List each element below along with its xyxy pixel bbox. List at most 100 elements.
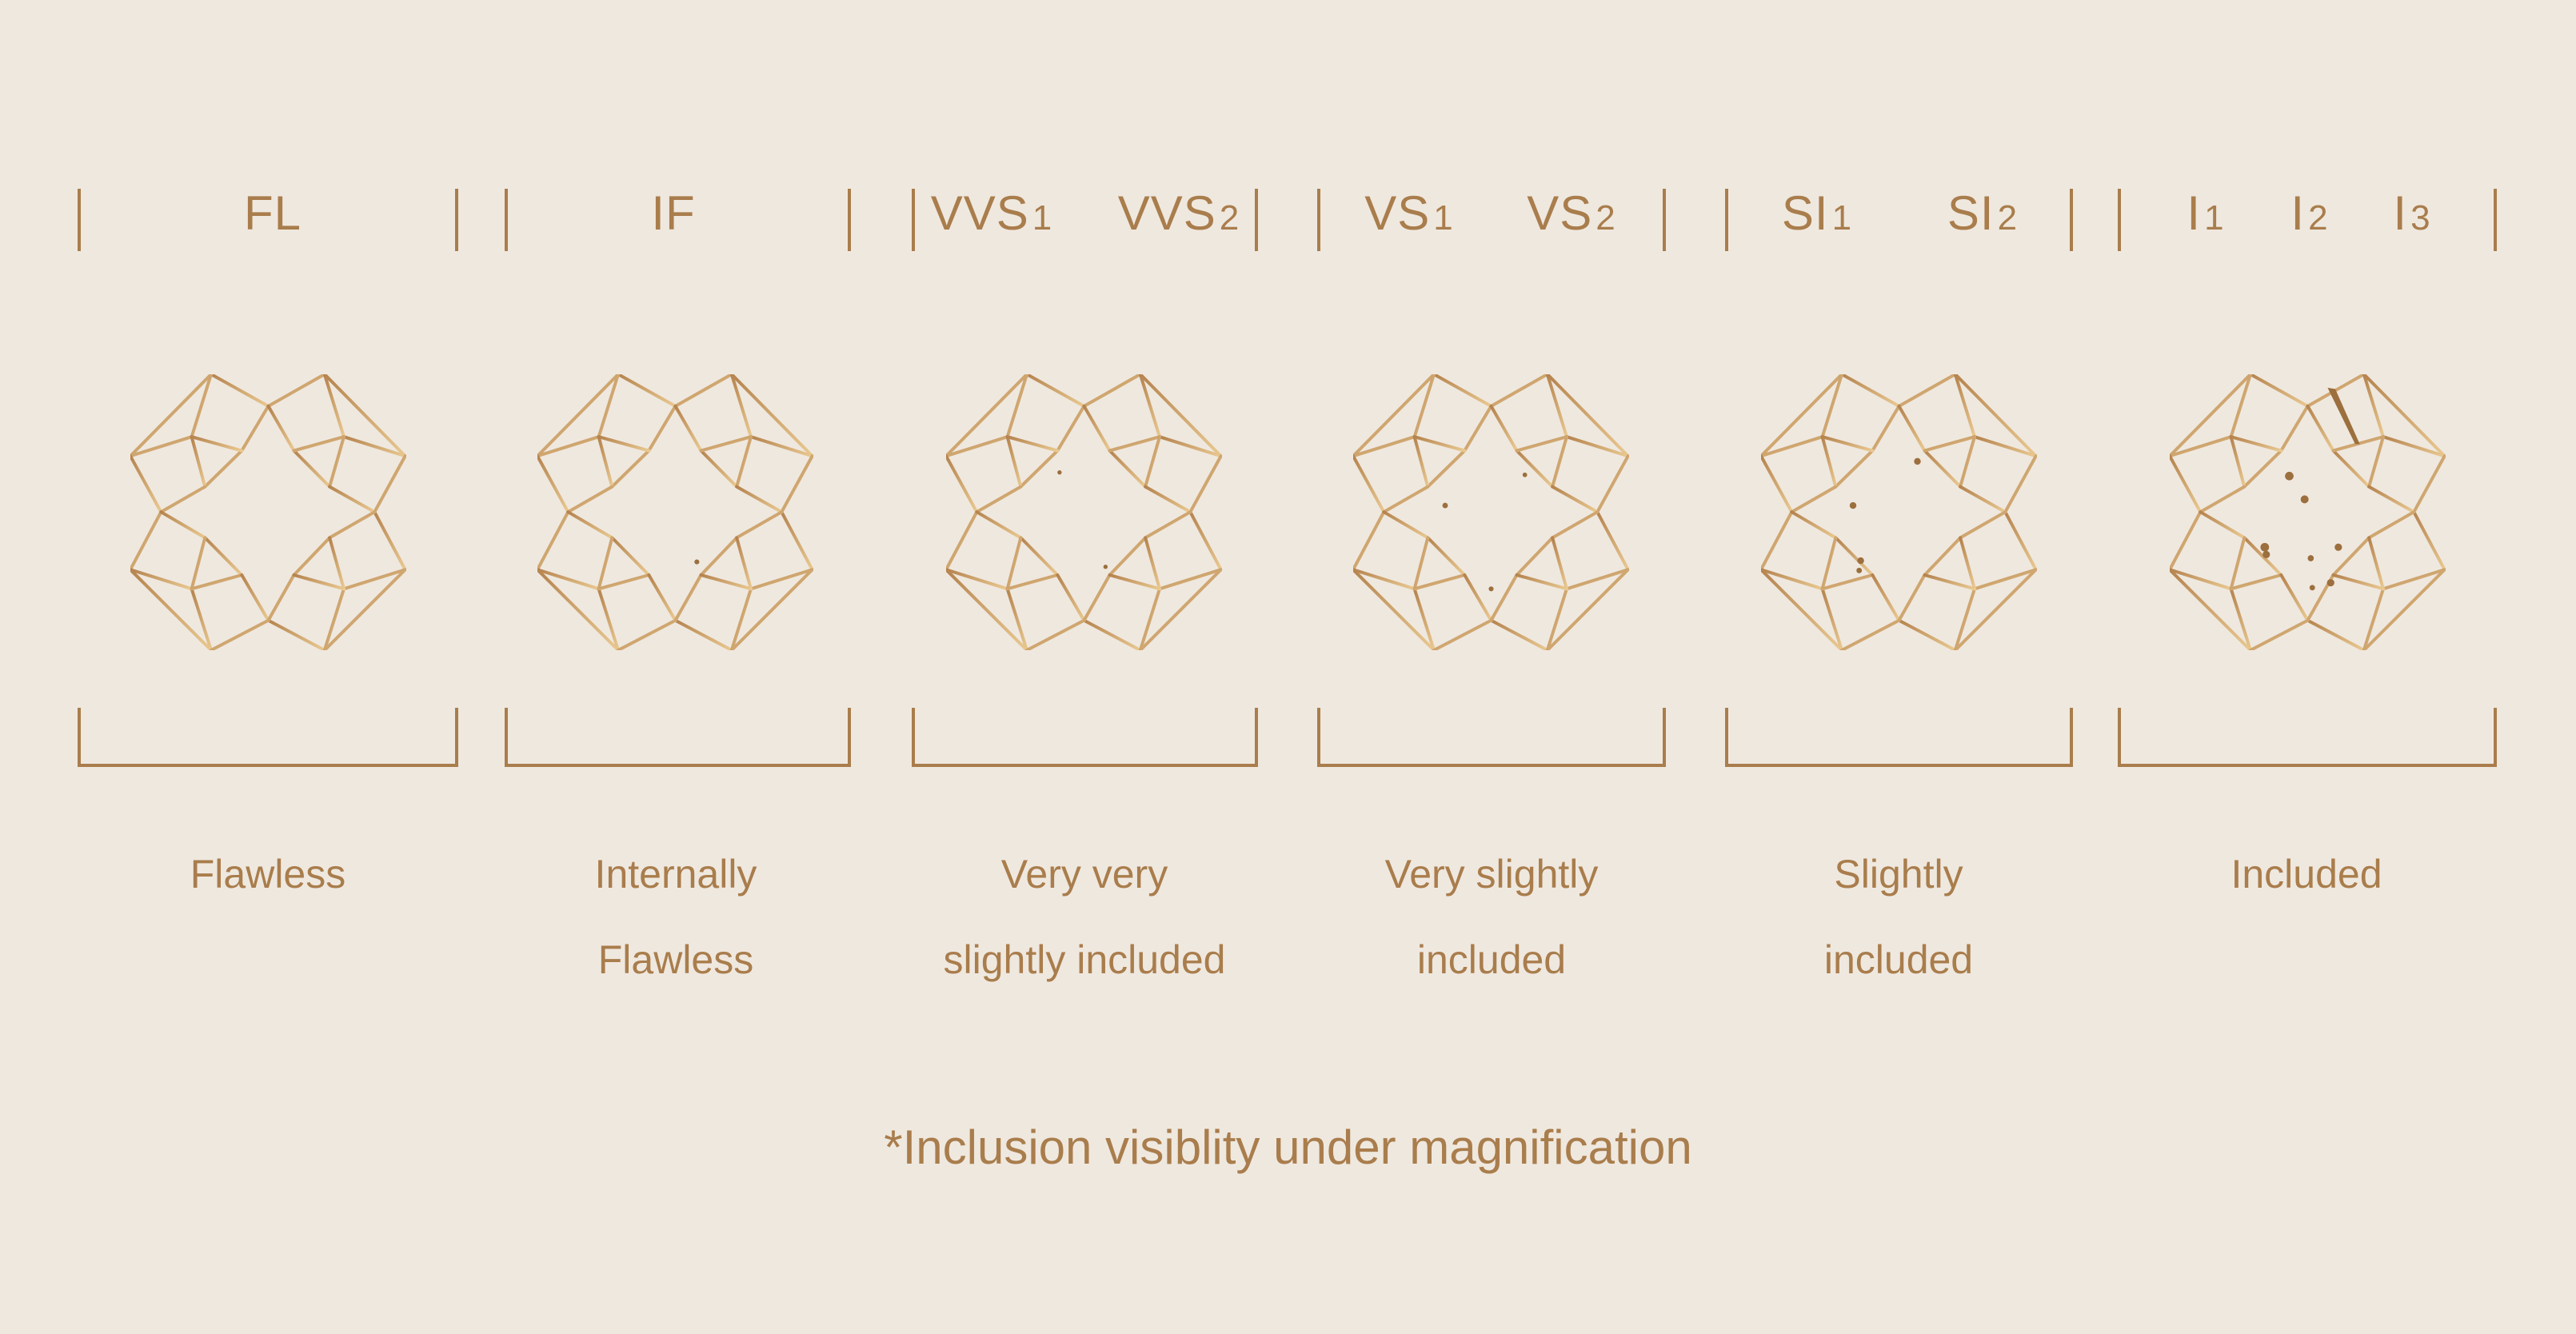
grade-number: 3 [2410, 198, 2431, 238]
facet-line [1084, 374, 1140, 406]
inclusion-mark [2309, 585, 2315, 591]
inclusion-mark [2334, 543, 2342, 551]
facet-line [1517, 437, 1567, 450]
facet-line [1020, 537, 1057, 575]
facet-line [1464, 406, 1491, 451]
facet-line [1008, 437, 1021, 486]
facet-line [537, 569, 618, 650]
facet-line [751, 569, 813, 589]
bottom-bracket [2118, 708, 2497, 767]
facet-line [1925, 451, 1961, 487]
description-line: Flawless [597, 937, 754, 982]
facet-line [1027, 374, 1084, 406]
facet-line [676, 406, 701, 451]
facet-line [1353, 456, 1384, 512]
facet-line [1548, 374, 1567, 437]
facet-line [1140, 374, 1221, 456]
facet-line [325, 589, 344, 650]
facet-line [1353, 569, 1434, 650]
facet-line [2170, 456, 2200, 512]
facet-line [1384, 487, 1428, 513]
facet-line [2231, 374, 2251, 437]
description-si: Slightly included [1691, 832, 2107, 1003]
facet-line [2308, 621, 2364, 650]
facet-line [211, 621, 268, 650]
facet-line [1823, 437, 1836, 486]
facet-line [205, 451, 242, 487]
facet-line [211, 374, 268, 406]
facet-line [192, 437, 242, 450]
facet-line [1353, 512, 1384, 569]
facet-line [568, 487, 612, 513]
inclusion-mark [1856, 567, 1863, 573]
description-line: included [1823, 937, 1974, 982]
facet-line [701, 575, 751, 589]
facet-line [649, 406, 675, 451]
facet-line [344, 569, 405, 589]
bottom-bracket [912, 708, 1258, 767]
facet-line [1925, 575, 1975, 589]
facet-line [537, 512, 568, 569]
facet-line [1415, 589, 1434, 650]
description-included: Included [2099, 832, 2514, 917]
facet-line [374, 512, 405, 569]
grade-text: IF [651, 186, 696, 240]
facet-line [1552, 437, 1567, 486]
grade-text: VS [1364, 186, 1431, 240]
facet-line [294, 437, 344, 450]
facet-line [1384, 512, 1428, 537]
diamond-icon-internally-flawless [537, 374, 813, 650]
facet-line [2364, 374, 2445, 456]
facet-line [1353, 374, 1434, 456]
facet-line [325, 374, 344, 437]
grade-number: 2 [1997, 198, 2019, 238]
footnote: *Inclusion visiblity under magnification [884, 1120, 1692, 1174]
bottom-bracket [1725, 708, 2073, 767]
facet-line [732, 569, 813, 650]
grade-number: 1 [1831, 198, 1853, 238]
inclusion-mark [2326, 579, 2334, 587]
facet-line [946, 437, 1008, 456]
facet-line [2334, 451, 2370, 487]
grade-text: FL [243, 186, 302, 240]
facet-line [269, 621, 325, 650]
facet-line [2231, 537, 2245, 589]
facet-line [1464, 575, 1491, 621]
facet-line [2244, 451, 2281, 487]
facet-line [1899, 374, 1955, 406]
facet-line [1761, 512, 1791, 569]
facet-line [2200, 512, 2244, 537]
description-line: Slightly [1834, 852, 1963, 897]
facet-line [192, 589, 211, 650]
grade-label-si1: SI1 [1782, 186, 1852, 241]
facet-line [294, 451, 330, 487]
grade-label-i1: I1 [2187, 186, 2224, 241]
top-bracket-left [912, 189, 915, 251]
facet-line [2005, 456, 2035, 512]
description-line: Internally [594, 852, 757, 897]
top-bracket-right [2070, 189, 2073, 251]
facet-line [1353, 437, 1415, 456]
facet-line [537, 437, 599, 456]
diamond-icon-included [2170, 374, 2446, 650]
facet-line [1955, 374, 1975, 437]
top-bracket-left [1725, 189, 1728, 251]
facet-line [2414, 512, 2444, 569]
inclusion-mark [1442, 502, 1448, 509]
inclusion-mark [694, 559, 700, 565]
facet-line [1110, 451, 1146, 487]
facet-line [1084, 406, 1110, 451]
top-bracket-left [78, 189, 81, 251]
facet-line [1761, 374, 1842, 456]
facet-line [329, 437, 344, 486]
bottom-bracket [1317, 708, 1666, 767]
inclusion-mark [1103, 565, 1108, 569]
grade-label-vs1: VS1 [1364, 186, 1454, 241]
facet-line [192, 374, 211, 437]
facet-line [1955, 589, 1975, 650]
grade-label-vs2: VS2 [1527, 186, 1616, 241]
facet-line [161, 512, 205, 537]
facet-line [1140, 569, 1221, 650]
facet-line [192, 537, 206, 589]
